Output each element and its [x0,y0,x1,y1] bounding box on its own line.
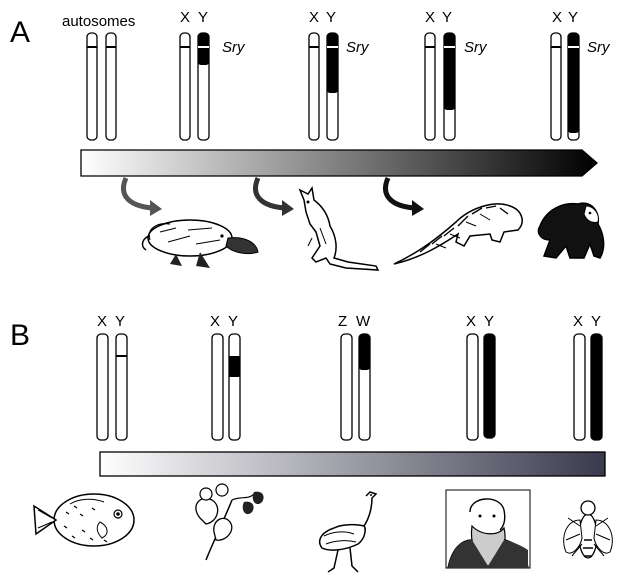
sex-chromosome-pair [212,334,240,440]
divergence-gradient-bar [100,452,605,476]
x-chromosome [180,33,190,140]
x-label: X [552,9,562,26]
x-label: X [309,9,319,26]
x-chromosome [97,334,108,440]
sex-chromosome-pair [97,334,127,440]
sry-gene-label: Sry [222,39,246,56]
y-chromosome-nonrecombining-region [327,33,338,93]
y-label: Y [568,9,578,26]
strawberry-plant-icon [196,484,264,560]
panel-a-letter: A [10,16,30,49]
x-chromosome [309,33,319,140]
y-chromosome-nonrecombining-region [229,356,240,377]
x-chromosome [467,334,478,440]
y-label: Y [115,313,125,330]
panel-b-letter: B [10,319,30,352]
autosome-pair [87,33,116,140]
y-label: Y [484,313,494,330]
pufferfish-icon [34,494,134,546]
sry-gene-label: Sry [346,39,370,56]
y-label: Y [198,9,208,26]
curved-arrow-icon [124,178,162,216]
y-label: Y [326,9,336,26]
emu-icon [320,492,376,572]
kangaroo-icon [300,188,378,270]
x-label: X [425,9,435,26]
sex-chromosome-pair [425,33,455,140]
x-chromosome [551,33,561,140]
y-chromosome-nonrecombining-region [444,33,455,110]
fruit-fly-icon [564,501,613,558]
y-chromosome-nonrecombining-region [198,33,209,65]
x-chromosome [212,334,223,440]
sex-chromosome-pair [467,334,495,440]
autosomes-label: autosomes [62,13,135,30]
charles-darwin-portrait-icon [446,490,530,568]
autosome-chromosome-1 [87,33,97,140]
z-label: Z [338,313,347,330]
evolution-gradient-arrow [81,150,597,176]
y-chromosome [229,334,240,440]
x-label: X [466,313,476,330]
sry-gene-label: Sry [464,39,488,56]
y-label: Y [442,9,452,26]
y-chromosome [116,334,127,440]
x-label: X [210,313,220,330]
gorilla-icon [538,203,603,258]
x-label: X [180,9,190,26]
x-label: X [97,313,107,330]
x-label: X [573,313,583,330]
sry-gene-label: Sry [587,39,611,56]
x-chromosome [574,334,585,440]
sex-chromosome-pair [309,33,338,140]
sex-chromosome-pair [551,33,579,140]
x-chromosome [425,33,435,140]
w-label: W [356,313,371,330]
y-chromosome [484,334,495,438]
z-chromosome [341,334,352,440]
y-label: Y [228,313,238,330]
curved-arrow-icon [256,178,294,216]
y-label: Y [591,313,601,330]
y-chromosome [591,334,602,440]
sex-chromosome-pair [180,33,209,140]
autosome-chromosome-2 [106,33,116,140]
sex-chromosome-pair [574,334,602,440]
sex-chromosome-pair [341,334,370,440]
curved-arrow-icon [386,178,424,216]
w-chromosome-nonrecombining-region [359,334,370,370]
platypus-icon [143,220,258,268]
